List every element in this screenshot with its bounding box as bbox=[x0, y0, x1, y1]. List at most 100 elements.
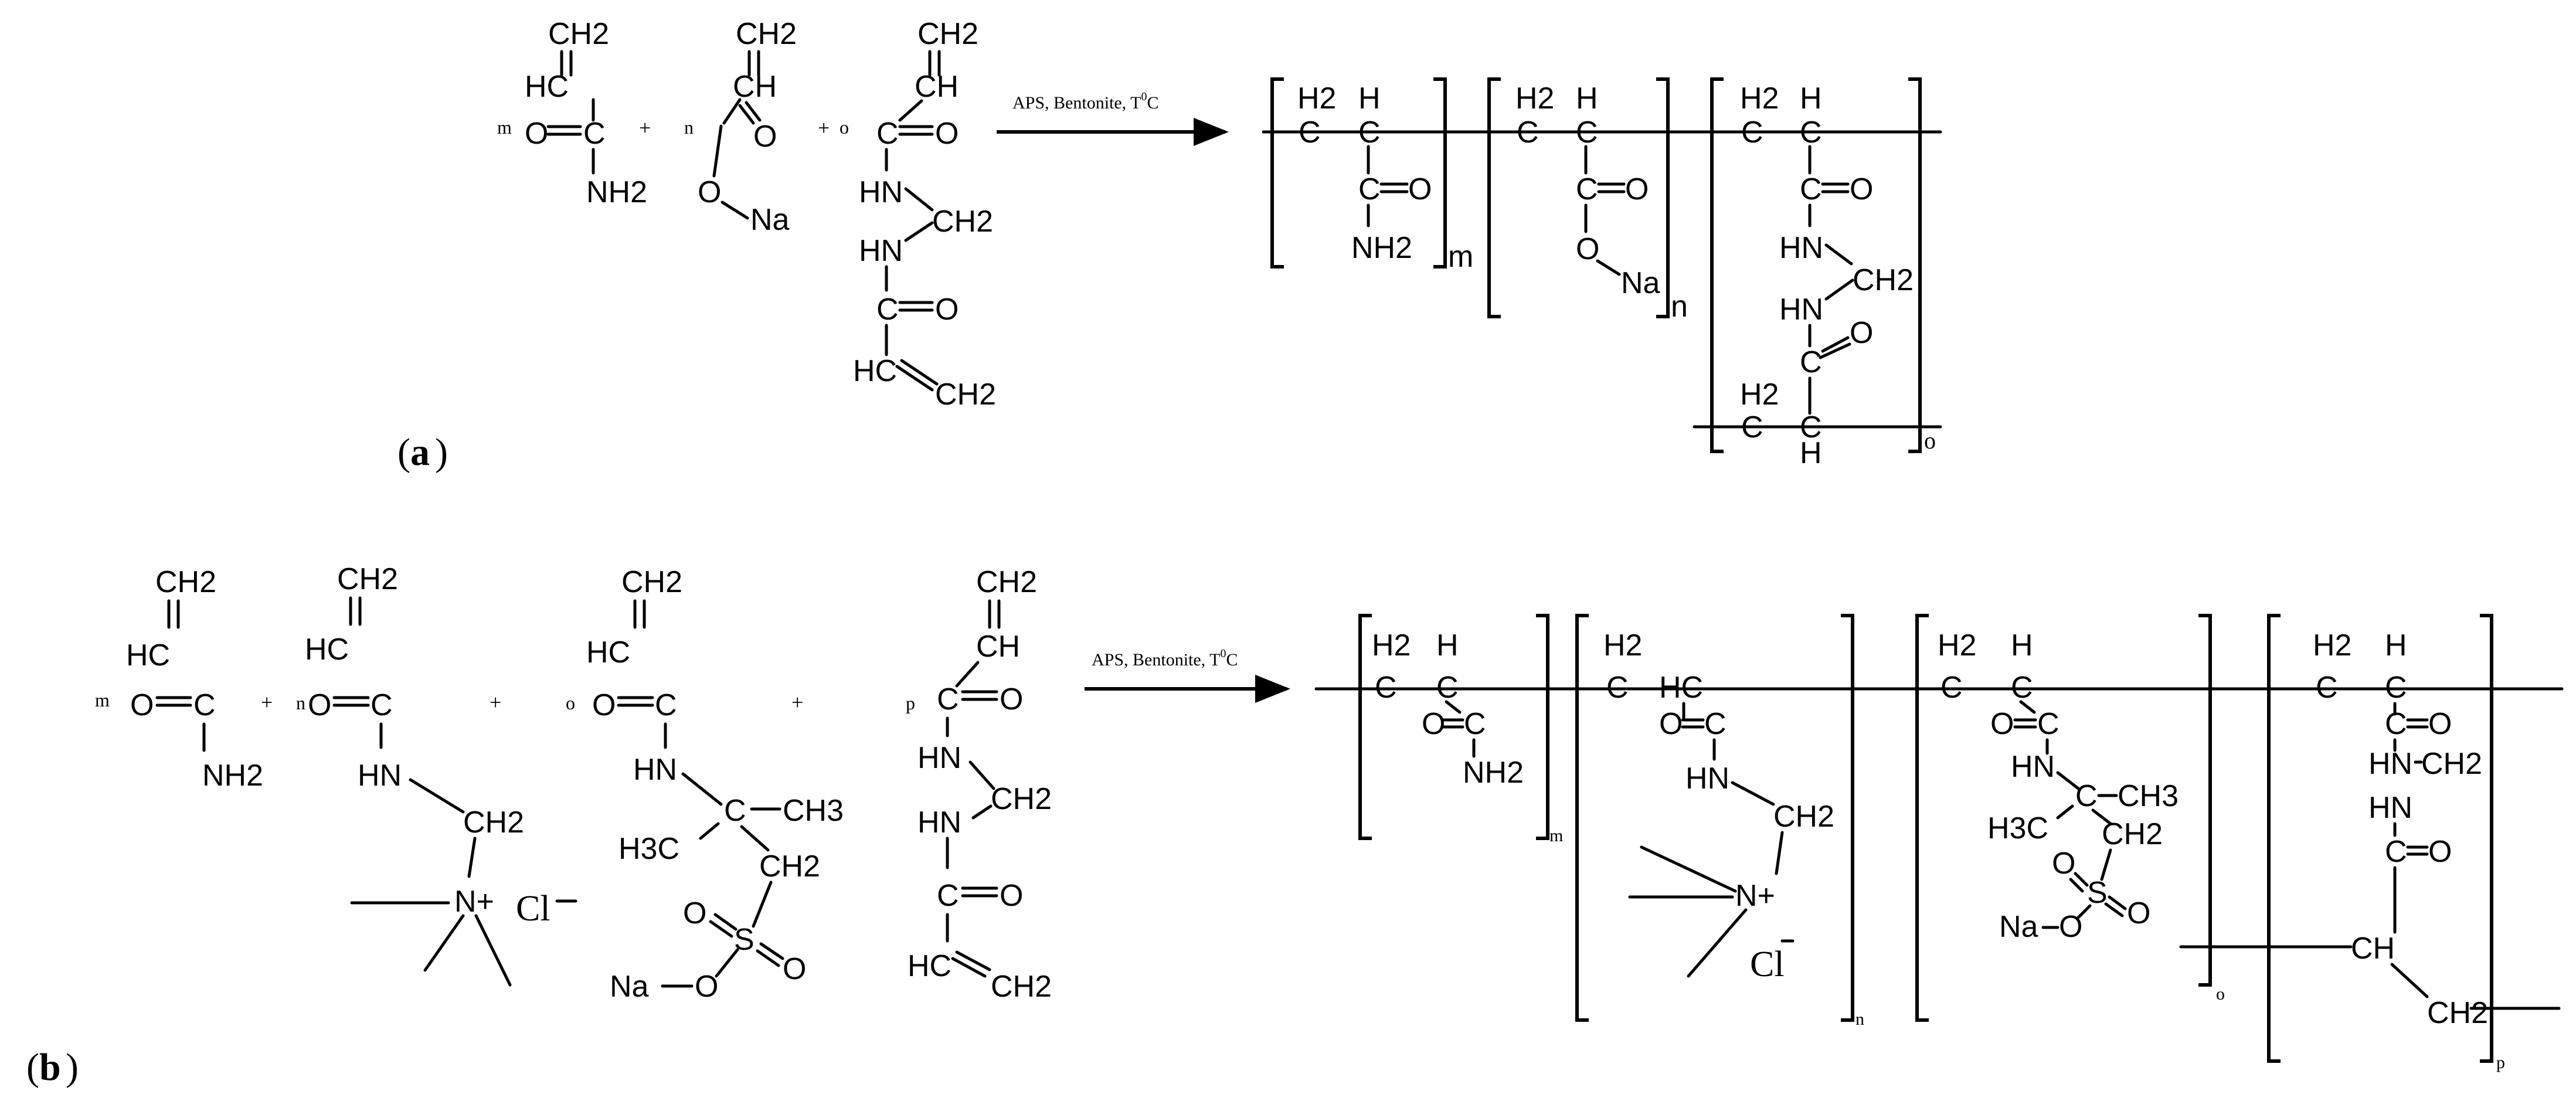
bond bbox=[1824, 278, 1854, 301]
atom-h: H bbox=[2011, 628, 2033, 662]
bond bbox=[1731, 781, 1775, 806]
panel-a-label-open: ( bbox=[397, 431, 410, 474]
bracket-left bbox=[1358, 614, 1372, 840]
atom-c: C bbox=[655, 688, 677, 722]
atom-hn: HN bbox=[917, 805, 961, 840]
bond bbox=[1821, 336, 1850, 353]
atom-c: C bbox=[1800, 345, 1822, 379]
atom-o: O bbox=[1659, 707, 1683, 741]
bracket-right bbox=[1656, 77, 1670, 318]
reaction-condition: APS, Bentonite, T0C bbox=[1012, 90, 1158, 113]
a-sodium-acrylate-monomer: CH2 CH n O O Na bbox=[684, 17, 797, 237]
bond bbox=[1775, 831, 1784, 875]
atom-c: C bbox=[724, 794, 746, 828]
atom-hc: HC bbox=[1659, 671, 1703, 705]
atom-o: O bbox=[753, 120, 777, 154]
subscript-n: n bbox=[1855, 1010, 1864, 1029]
atom-c: C bbox=[1375, 671, 1397, 705]
bond bbox=[721, 200, 749, 220]
atom-ch2: CH2 bbox=[932, 205, 993, 239]
bond bbox=[895, 365, 934, 392]
bracket-right bbox=[2198, 614, 2212, 987]
bond bbox=[2077, 904, 2092, 919]
bond bbox=[971, 804, 993, 820]
coef-p: p bbox=[906, 692, 915, 713]
atom-o: O bbox=[935, 117, 959, 151]
coef-o: o bbox=[840, 117, 849, 138]
atom-hc: HC bbox=[853, 354, 897, 388]
atom-ch2: CH2 bbox=[548, 17, 609, 51]
atom-na: Na bbox=[1999, 910, 2038, 944]
a-acrylamide-monomer: CH2 HC m O C NH2 bbox=[497, 17, 647, 209]
atom-h: H bbox=[1358, 81, 1381, 115]
panel-b-label: b bbox=[39, 1046, 61, 1089]
plus-sign: + bbox=[261, 691, 273, 714]
atom-h2: H2 bbox=[1603, 628, 1642, 662]
atom-c: C bbox=[2385, 707, 2407, 741]
atom-c: C bbox=[1436, 671, 1459, 705]
atom-ch2: CH2 bbox=[1853, 263, 1914, 297]
atom-c: C bbox=[2316, 671, 2338, 705]
bond bbox=[1687, 908, 1748, 978]
atom-c: C bbox=[876, 293, 899, 327]
atom-c: C bbox=[1741, 410, 1763, 444]
atom-c: C bbox=[1800, 115, 1822, 149]
panel-a-label: a bbox=[410, 431, 430, 474]
a-copolymer-product: m H2 C H C C O NH2 n H2 C H C C O bbox=[1262, 77, 1942, 470]
atom-c: C bbox=[1464, 707, 1486, 741]
atom-c: C bbox=[1800, 172, 1822, 206]
bracket-right bbox=[1433, 77, 1447, 268]
bracket-left bbox=[1575, 614, 1589, 1022]
atom-hn: HN bbox=[358, 759, 402, 793]
atom-h: H bbox=[2385, 628, 2407, 662]
bracket-left bbox=[1270, 77, 1284, 268]
atom-c: C bbox=[937, 682, 959, 716]
atom-o: O bbox=[1408, 172, 1432, 206]
plus-sign: + bbox=[791, 691, 803, 714]
atom-o: O bbox=[130, 688, 154, 722]
atom-o: O bbox=[1850, 172, 1873, 206]
bond bbox=[2069, 878, 2084, 893]
atom-c: C bbox=[2011, 671, 2033, 705]
panel-a: ( a ) CH2 HC m O C NH2 + CH2 CH n bbox=[397, 17, 1942, 474]
atom-nh2: NH2 bbox=[202, 759, 263, 793]
bracket-left bbox=[2267, 614, 2281, 1063]
bracket-right bbox=[1908, 77, 1922, 453]
atom-o: O bbox=[2428, 835, 2452, 869]
atom-h3c: H3C bbox=[618, 832, 679, 866]
atom-hn: HN bbox=[2011, 750, 2055, 784]
coef-n: n bbox=[684, 117, 694, 138]
atom-hc: HC bbox=[908, 949, 951, 983]
reaction-condition: APS, Bentonite, T0C bbox=[1092, 647, 1238, 669]
atom-c: C bbox=[371, 688, 393, 722]
bracket-right bbox=[2480, 614, 2493, 1063]
atom-o: O bbox=[1850, 316, 1873, 350]
atom-c: C bbox=[1704, 707, 1727, 741]
bond bbox=[752, 881, 773, 928]
panel-b: ( b ) CH2 HC m O C NH2 + n CH2 HC O bbox=[26, 562, 2564, 1089]
atom-na: Na bbox=[1621, 266, 1660, 300]
atom-n-plus: N+ bbox=[1735, 879, 1775, 913]
coef-m: m bbox=[497, 117, 512, 138]
b-mba-crosslinker-monomer: p CH2 CH C O HN CH2 HN C O HC CH2 bbox=[906, 565, 1052, 1004]
bond bbox=[756, 949, 780, 967]
atom-na: Na bbox=[610, 970, 649, 1004]
atom-o: O bbox=[1990, 707, 2014, 741]
atom-o: O bbox=[525, 117, 548, 151]
atom-o: O bbox=[698, 175, 721, 209]
bracket-right bbox=[1841, 614, 1854, 1022]
bond bbox=[1824, 243, 1853, 266]
chloride-ion: Cl bbox=[516, 889, 550, 929]
atom-o: O bbox=[2428, 707, 2452, 741]
atom-o: O bbox=[1000, 682, 1023, 716]
atom-hn: HN bbox=[859, 175, 903, 209]
b-amps-sodium-monomer: o CH2 HC O C HN C CH3 H3C CH2 S O bbox=[566, 565, 844, 1004]
atom-ch2: CH2 bbox=[1773, 800, 1834, 834]
atom-c: C bbox=[1299, 115, 1321, 149]
bond bbox=[955, 950, 991, 971]
a-reaction-arrow: APS, Bentonite, T0C bbox=[997, 90, 1229, 146]
bond bbox=[740, 825, 770, 852]
atom-o: O bbox=[935, 293, 959, 327]
atom-hn: HN bbox=[859, 234, 903, 268]
